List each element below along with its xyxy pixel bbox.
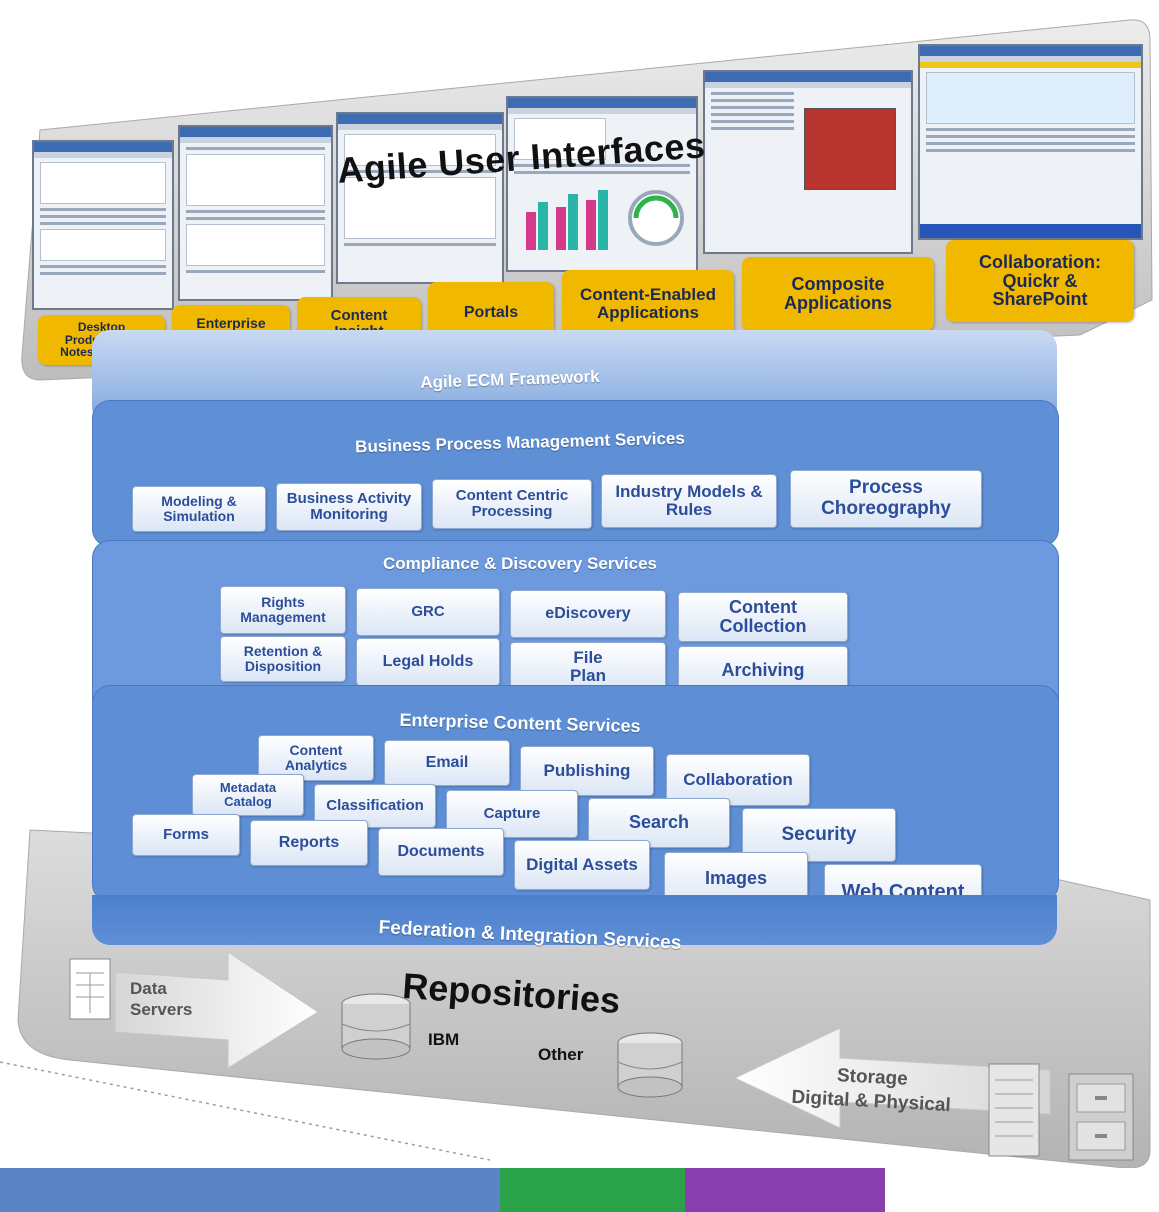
other-database-icon [617,1032,683,1098]
box-retention-disposition: Retention & Disposition [220,636,346,682]
box-file-plan: File Plan [510,642,666,692]
server-rack-icon [988,1063,1040,1157]
box-forms: Forms [132,814,240,856]
screenshot-content-insight [336,112,504,284]
screenshot-enterprise-search [178,125,333,301]
compliance-title: Compliance & Discovery Services [382,554,658,573]
box-content-centric-processing: Content Centric Processing [432,479,592,529]
box-email: Email [384,740,510,786]
screenshot-desktop-productivity [32,140,174,310]
box-rights-management: Rights Management [220,586,346,634]
label-content-enabled-applications: Content-Enabled Applications [562,270,734,338]
storage-label: Storage Digital & Physical [790,1065,952,1116]
box-modeling-simulation: Modeling & Simulation [132,486,266,532]
box-search: Search [588,798,730,848]
box-documents: Documents [378,828,504,876]
box-content-analytics: Content Analytics [258,735,374,781]
box-metadata-catalog: Metadata Catalog [192,774,304,816]
box-digital-assets: Digital Assets [514,840,650,890]
screenshot-portals [506,96,698,272]
box-reports: Reports [250,820,368,866]
box-ediscovery: eDiscovery [510,590,666,638]
file-cabinet-icon [1068,1073,1134,1161]
box-process-choreography: Process Choreography [790,470,982,528]
bar-chart-icon [526,190,684,250]
label-collaboration-quickr-sharepoint: Collaboration: Quickr & SharePoint [946,240,1134,322]
screenshot-collaboration [918,44,1143,240]
box-industry-models-rules: Industry Models & Rules [601,474,777,528]
ibm-label: IBM [428,1030,460,1049]
screenshot-content-enabled-app [703,70,913,254]
data-servers-label: Data Servers [130,979,193,1020]
box-legal-holds: Legal Holds [356,638,500,686]
other-label: Other [538,1045,584,1064]
box-business-activity-monitoring: Business Activity Monitoring [276,483,422,531]
ibm-database-icon [341,993,411,1060]
box-publishing: Publishing [520,746,654,796]
federation-layer [92,895,1057,945]
box-collaboration: Collaboration [666,754,810,806]
label-composite-applications: Composite Applications [742,257,934,331]
box-classification: Classification [314,784,436,828]
data-servers-icon [69,958,111,1020]
box-grc: GRC [356,588,500,636]
box-content-collection: Content Collection [678,592,848,642]
